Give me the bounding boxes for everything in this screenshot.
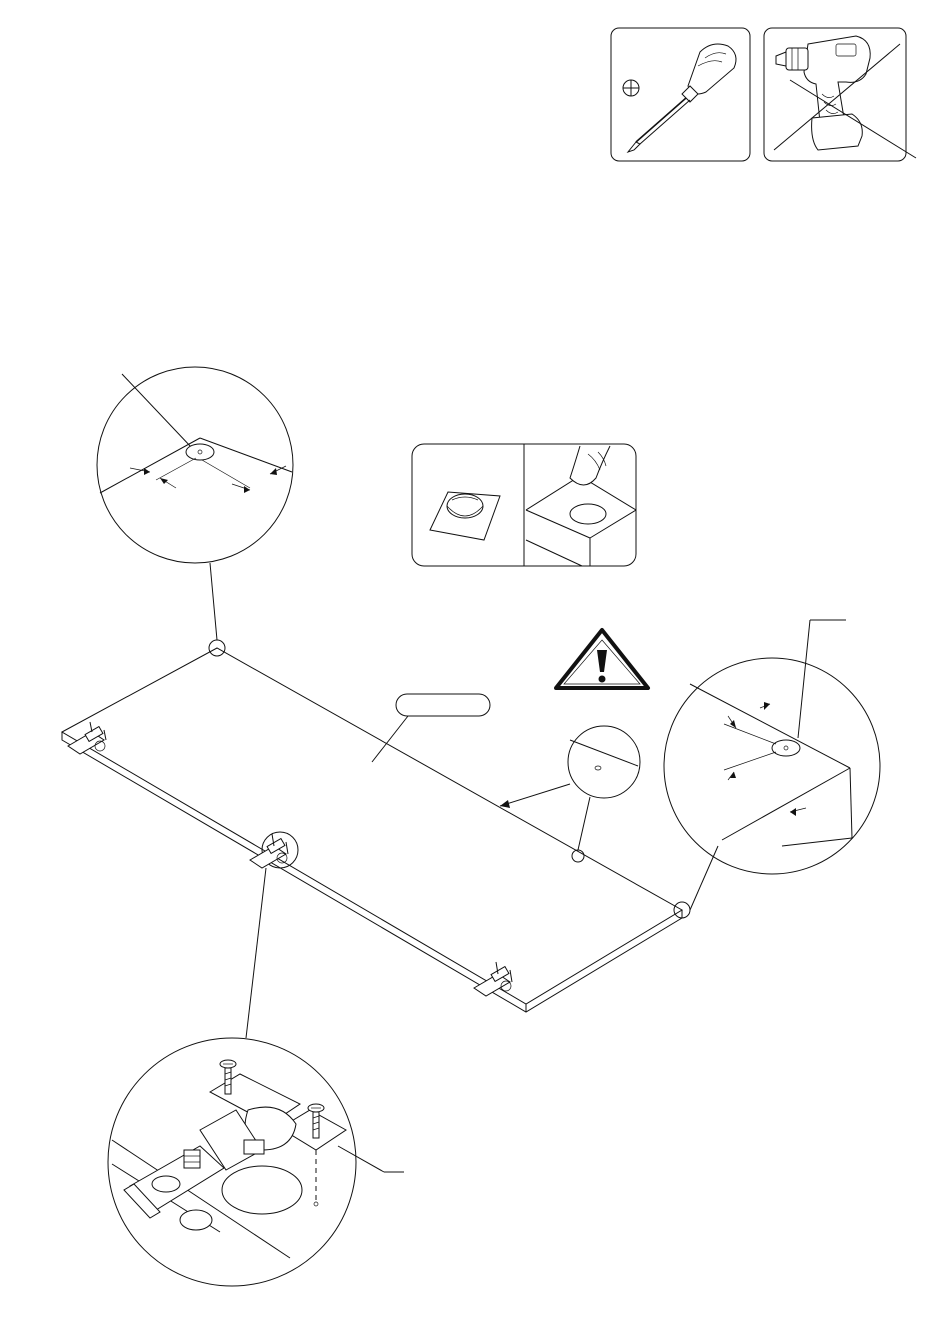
hinge-icon (68, 722, 106, 754)
leader-line (372, 716, 408, 762)
leader-line (338, 1146, 384, 1172)
bumper-pad (772, 740, 800, 756)
leader-line (690, 846, 718, 910)
hinge-icon (124, 1074, 346, 1230)
leader-line (210, 563, 217, 640)
hinge-icon (250, 834, 288, 868)
phillips-symbol-icon (623, 80, 639, 96)
door-panel (62, 640, 690, 1012)
hinge-icon (474, 962, 512, 996)
bumper-pad (186, 444, 214, 460)
leader-line (122, 374, 192, 448)
leader-line (798, 620, 810, 738)
screwdriver-icon (628, 44, 736, 152)
peel-pad-icon (430, 492, 500, 540)
leader-line (578, 797, 590, 850)
leader-line (500, 784, 570, 806)
screwdriver-panel (611, 28, 750, 161)
part-label (372, 694, 490, 762)
detail-circle-hinge (108, 868, 404, 1286)
leader-line (246, 868, 266, 1038)
cup-hole (222, 1166, 302, 1214)
drill-icon (776, 36, 870, 150)
drill-panel (764, 28, 916, 161)
detail-circle-center-hole (500, 726, 640, 850)
warning-icon (556, 630, 648, 688)
press-pad-icon (526, 446, 636, 566)
detail-circle-bumper-right (664, 620, 880, 910)
detail-circle-bumper-top-left (97, 367, 293, 640)
bumper-pad-panel (412, 444, 636, 566)
